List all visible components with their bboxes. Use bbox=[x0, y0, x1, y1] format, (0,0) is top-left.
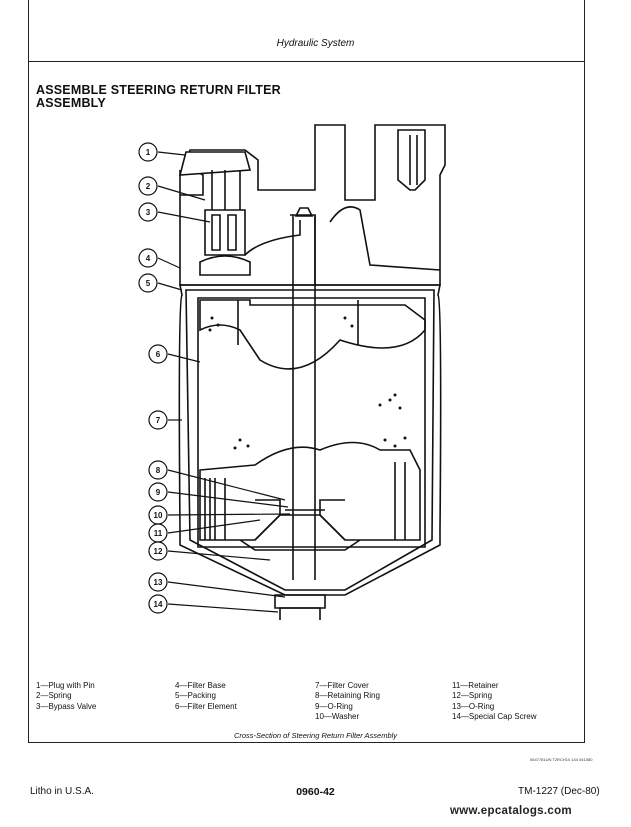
callout-7: 7 bbox=[156, 416, 161, 425]
filter-base-outline bbox=[179, 124, 446, 286]
footer-litho: Litho in U.S.A. bbox=[30, 786, 94, 797]
callout-8: 8 bbox=[156, 466, 161, 475]
callout-1: 1 bbox=[146, 148, 151, 157]
frame-line bbox=[28, 0, 29, 62]
heading-line-1: ASSEMBLE STEERING RETURN FILTER bbox=[36, 83, 281, 97]
element-pores bbox=[208, 316, 407, 450]
callout-2: 2 bbox=[146, 182, 151, 191]
callout-12: 12 bbox=[154, 547, 163, 556]
heading-line-2: ASSEMBLY bbox=[36, 96, 106, 110]
callout-11: 11 bbox=[154, 529, 163, 538]
legend-item: 5—Packing bbox=[175, 691, 216, 701]
legend-item: 3—Bypass Valve bbox=[36, 701, 97, 711]
figure-caption: Cross-Section of Steering Return Filter … bbox=[233, 731, 398, 740]
legend-item: 12—Spring bbox=[452, 691, 493, 701]
legend-item: 7—Filter Cover bbox=[315, 681, 369, 690]
callout-10: 10 bbox=[154, 511, 163, 520]
callout-4: 4 bbox=[146, 254, 151, 263]
legend-column-4: 11—Retainer 12—Spring 13—O-Ring 14—Speci… bbox=[452, 681, 536, 722]
figure-code: 0647781UN T2RCH10 144 041080 bbox=[530, 757, 593, 762]
legend-item: 9—O-Ring bbox=[315, 701, 353, 711]
legend-item: 1—Plug with Pin bbox=[36, 681, 95, 690]
callout-5: 5 bbox=[146, 279, 151, 288]
legend-item: 13—O-Ring bbox=[452, 701, 495, 711]
watermark-link[interactable]: www.epcatalogs.com bbox=[450, 805, 572, 817]
legend-column-1: 1—Plug with Pin 2—Spring 3—Bypass Valve bbox=[36, 681, 96, 712]
frame-line bbox=[28, 742, 585, 743]
frame-line bbox=[584, 0, 585, 62]
legend-item: 4—Filter Base bbox=[175, 681, 226, 690]
callout-3: 3 bbox=[146, 208, 151, 217]
frame-line bbox=[28, 61, 585, 62]
legend-item: 14—Special Cap Screw bbox=[452, 711, 537, 721]
page-heading: ASSEMBLE STEERING RETURN FILTER ASSEMBLY bbox=[36, 84, 281, 110]
legend-column-2: 4—Filter Base 5—Packing 6—Filter Element bbox=[175, 681, 237, 712]
callout-9: 9 bbox=[156, 488, 161, 497]
callout-6: 6 bbox=[156, 350, 161, 359]
page-number: 0960-42 bbox=[296, 786, 335, 798]
base-bore bbox=[397, 129, 426, 191]
frame-line bbox=[584, 62, 585, 742]
filter-cross-section-diagram: 1 2 3 4 5 6 7 8 9 10 11 12 13 14 bbox=[138, 124, 446, 620]
legend-item: 6—Filter Element bbox=[175, 701, 237, 711]
callout-13: 13 bbox=[154, 578, 163, 587]
legend-item: 8—Retaining Ring bbox=[315, 691, 380, 701]
legend-item: 10—Washer bbox=[315, 711, 360, 721]
section-title: Hydraulic System bbox=[276, 38, 355, 49]
frame-line bbox=[28, 62, 29, 742]
callout-markers bbox=[138, 142, 291, 614]
legend-item: 2—Spring bbox=[36, 691, 72, 701]
legend-column-3: 7—Filter Cover 8—Retaining Ring 9—O-Ring… bbox=[315, 681, 380, 722]
legend-item: 11—Retainer bbox=[452, 681, 499, 690]
manual-number: TM-1227 (Dec-80) bbox=[518, 786, 600, 797]
callout-14: 14 bbox=[154, 600, 163, 609]
